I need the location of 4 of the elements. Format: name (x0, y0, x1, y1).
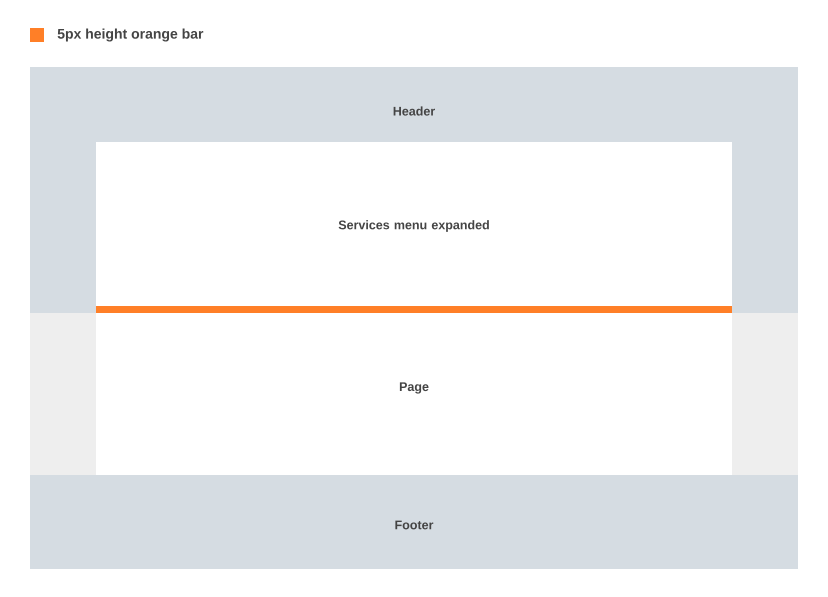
page-area: Page (96, 313, 732, 475)
footer-band: Footer (30, 475, 798, 569)
legend-label: 5px height orange bar (58, 28, 204, 42)
menu-panel: Services menu expanded (96, 142, 732, 313)
